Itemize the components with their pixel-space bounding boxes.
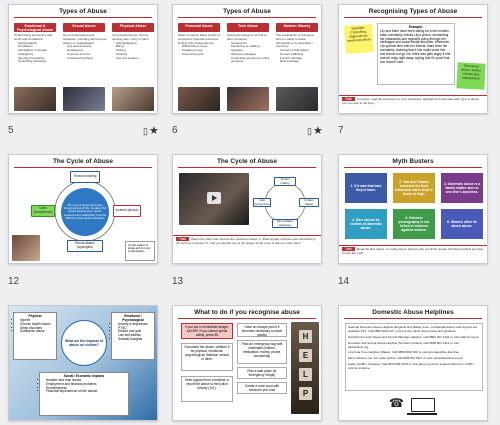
title-underline	[14, 167, 152, 168]
slide-number: 7	[338, 125, 344, 136]
photo	[178, 87, 220, 111]
title-underline	[344, 17, 482, 18]
impact-center: What are the impacts of abuse on victims…	[61, 320, 107, 366]
column-header: Financial Abuse	[178, 23, 220, 32]
example-box: Example: Lily and Mark have been dating …	[377, 23, 455, 85]
side-note: Let this pattern of abuse and its cycle …	[125, 241, 155, 261]
slide-number: 14	[338, 276, 350, 287]
photo	[276, 87, 318, 111]
column-header: Physical Abuse	[112, 23, 154, 32]
advice-box: Have an escape plan if it becomes necess…	[237, 323, 287, 337]
myth-tile: 5. Extreme pornography is not linked to …	[393, 209, 435, 239]
helpline-list: National Domestic Abuse Helpline (Englan…	[345, 323, 483, 391]
title-underline	[178, 167, 316, 168]
slide-thumbnail-12[interactable]: The Cycle of Abuse Tension building Inci…	[8, 154, 158, 264]
title-underline	[344, 167, 482, 168]
slide-thumbnail-6[interactable]: Types of Abuse Financial Abuse Tech Abus…	[172, 4, 322, 114]
star-icon[interactable]: ★	[143, 124, 159, 137]
title-underline	[178, 17, 316, 18]
column-text: Non-consensual sexual behaviour, includi…	[63, 34, 107, 84]
advice-box: Seek support from a helpline or report t…	[181, 376, 233, 402]
slide-number: 6	[172, 125, 178, 136]
play-icon[interactable]	[207, 192, 221, 204]
photo	[14, 87, 56, 111]
cycle-node-incident: Incident (abuse)	[299, 198, 319, 207]
advice-box: Plan a safe place (or emergency refuge)	[237, 367, 287, 379]
star-icon[interactable]: ★	[307, 124, 323, 137]
advice-box: Document the abuse, whether it be physic…	[181, 343, 233, 371]
key-tile: E	[299, 349, 312, 362]
myth-tile: 4. Men cannot be victims of domestic abu…	[345, 209, 387, 239]
column-header: Emotional & Psychological Abuse	[14, 23, 56, 32]
key-tile: H	[299, 330, 312, 343]
cycle-node-reconciliation: Reconciliation (apologies)	[67, 240, 103, 252]
impact-box-emotional: Emotional / Psychological Anxiety & depr…	[111, 312, 155, 360]
photo	[112, 87, 154, 111]
column-header: Tech Abuse	[227, 23, 269, 32]
help-keys-image: H E L P	[291, 322, 319, 414]
slide-number: 12	[8, 276, 20, 287]
advice-box: Create a code word with someone you trus…	[237, 382, 287, 394]
sticky-note: Example: Controlling, digital abuse, emo…	[344, 24, 374, 54]
slide-title: Recognising Types of Abuse	[368, 8, 458, 15]
slide-title: The Cycle of Abuse	[52, 158, 114, 165]
cycle-node-tension: Tension building	[70, 171, 100, 183]
slide-thumbnail-13[interactable]: The Cycle of Abuse Tension building Inci…	[172, 154, 322, 264]
video-player[interactable]	[179, 173, 249, 225]
myth-tile: 3. Domestic abuse is a family matter and…	[441, 173, 483, 203]
slide-number: 13	[172, 276, 184, 287]
slide-title: The Cycle of Abuse	[216, 158, 278, 165]
impact-box-physical: Physical InjuriesChronic health issuesSl…	[13, 312, 57, 360]
myth-tile: 2. You don't blame someone for their beh…	[393, 173, 435, 203]
phone-icon: ☎	[389, 396, 404, 410]
column-text: The exploitation of someone who is unabl…	[276, 34, 320, 84]
impact-box-social: Social / Economic Impacts Isolation and …	[39, 372, 129, 416]
slide-title: Myth Busters	[392, 158, 434, 165]
sticky-note: Emotional abuse: Verbal, threats and man…	[456, 62, 486, 90]
title-underline	[14, 17, 152, 18]
cycle-node-calm: Calm (honeymoon)	[31, 205, 55, 217]
cycle-center: The cycle of abuse should give through p…	[61, 188, 109, 236]
photo	[12, 235, 40, 261]
column-header: Modern Slavery	[276, 23, 318, 32]
slide-thumbnail-5[interactable]: Types of Abuse Emotional & Psychological…	[8, 4, 158, 114]
slide-title: Domestic Abuse Helplines	[372, 309, 454, 316]
column-header: Sexual Abuse	[63, 23, 105, 32]
myth-tile: 6. Women often lie about abuse.	[441, 209, 483, 239]
column-text: Any intentional use of force causing pai…	[112, 34, 156, 84]
advice-box: Pack an emergency bag with essentials (c…	[237, 340, 287, 364]
title-underline	[344, 318, 482, 319]
advice-box: If you are in immediate danger, call 999…	[181, 323, 233, 339]
cycle-node-incident: Incident (abuse)	[113, 205, 141, 217]
photo	[63, 87, 105, 111]
slide-thumbnail-14[interactable]: Myth Busters 1. If it was that bad, they…	[338, 154, 488, 264]
slide-thumbnail-what-to-do[interactable]: What to do if you recognise abuse If you…	[172, 305, 322, 421]
slide-thumbnail-helplines[interactable]: Domestic Abuse Helplines National Domest…	[338, 305, 488, 421]
column-text: When someone takes control of someone's …	[178, 34, 222, 84]
cycle-node-reconciliation: Reconciliation (apologies)	[272, 219, 298, 228]
title-underline	[178, 318, 316, 319]
photo	[227, 87, 269, 111]
key-tile: P	[299, 387, 312, 400]
laptop-icon	[407, 398, 437, 415]
slide-title: Types of Abuse	[223, 8, 271, 15]
slide-thumbnail-7[interactable]: Recognising Types of Abuse Example: Cont…	[338, 4, 488, 114]
slide-title: Types of Abuse	[59, 8, 107, 15]
slide-number: 5	[8, 125, 14, 136]
slide-title: What to do if you recognise abuse	[194, 309, 300, 316]
slide-thumbnail-impacts[interactable]: Physical InjuriesChronic health issuesSl…	[8, 305, 158, 421]
key-tile: L	[299, 368, 312, 381]
myth-tile: 1. If it was that bad, they'd leave.	[345, 173, 387, 203]
column-text: Using technology to control or harm some…	[227, 34, 271, 84]
column-text: Undermining someone's self-worth and con…	[14, 34, 58, 84]
cycle-node-tension: Tension building	[274, 177, 296, 186]
cycle-node-calm: Calm (honeymoon)	[253, 198, 271, 207]
